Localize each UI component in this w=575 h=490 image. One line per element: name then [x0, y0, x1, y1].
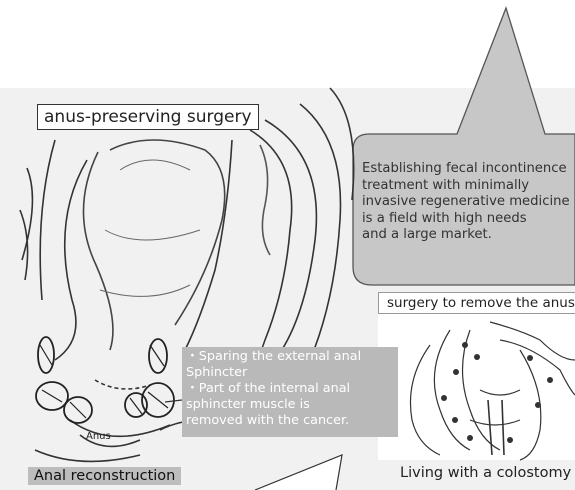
right-sphincter	[125, 339, 174, 417]
left-sphincter	[36, 337, 92, 423]
anal-reconstruction-label: Anal reconstruction	[28, 467, 181, 485]
colostomy-caption: Living with a colostomy	[400, 465, 571, 481]
pointer-line	[255, 455, 342, 490]
colostomy-illustration	[378, 312, 575, 460]
surgery-remove-anus-label: surgery to remove the anus	[378, 292, 575, 314]
sphincter-note: ・Sparing the external anal Sphincter ・Pa…	[182, 347, 398, 437]
anus-preserving-surgery-label: anus-preserving surgery	[37, 104, 259, 130]
anus-label: Anus	[86, 431, 111, 442]
callout-text: Establishing fecal incontinence treatmen…	[362, 161, 575, 244]
